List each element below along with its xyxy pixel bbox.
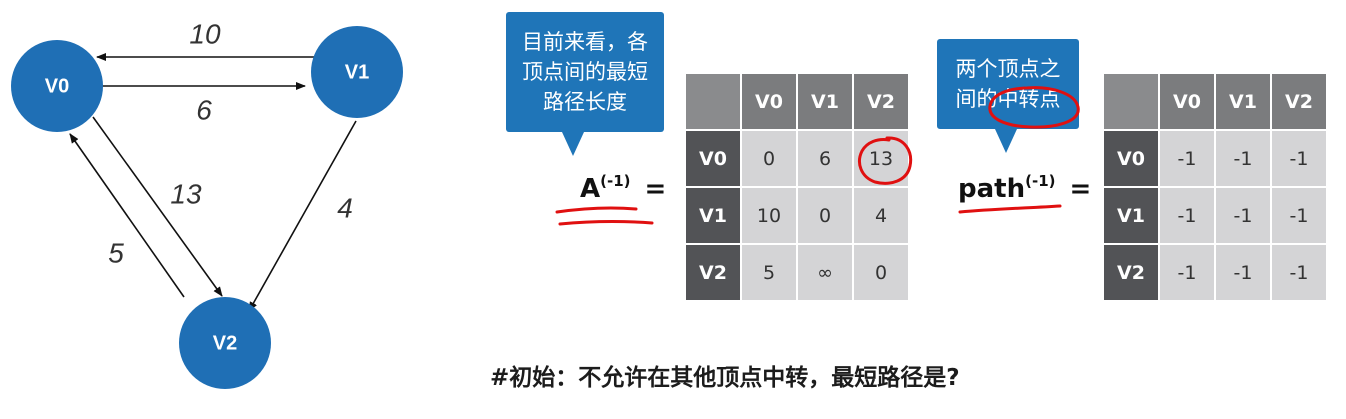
edge-weight-v1-to-v0: 10 <box>189 18 221 49</box>
matrix-path-label: path(-1) = <box>958 172 1091 204</box>
matrix-a-cell: 10 <box>742 188 796 243</box>
matrix-path-col-header: V0 <box>1160 74 1214 129</box>
matrix-path-row: V0 -1 -1 -1 <box>1104 131 1326 186</box>
matrix-a-row-header: V1 <box>686 188 740 243</box>
edge-weight-v1-to-v2: 4 <box>337 192 353 223</box>
edge-v2-to-v0 <box>69 133 185 298</box>
matrix-a-table: V0 V1 V2 V0 0 6 13 V1 10 0 4 V2 5 ∞ 0 <box>684 72 910 302</box>
matrix-a-cell: 0 <box>798 188 852 243</box>
matrix-a-row-header: V0 <box>686 131 740 186</box>
matrix-a-row-header: V2 <box>686 245 740 300</box>
matrix-a-col-header: V0 <box>742 74 796 129</box>
matrix-path-corner <box>1104 74 1158 129</box>
matrix-a-header-row: V0 V1 V2 <box>686 74 908 129</box>
callout-path-line-2: 间的中转点 <box>955 87 1061 111</box>
matrix-path-name: path <box>958 174 1026 204</box>
callout-distance: 目前来看，各 顶点间的最短 路径长度 <box>506 12 664 156</box>
underline-a-stroke-2 <box>558 220 654 226</box>
matrix-path-col-header: V2 <box>1272 74 1326 129</box>
matrix-path-cell: -1 <box>1272 245 1326 300</box>
graph-edges: 10 6 13 4 5 <box>69 18 357 312</box>
matrix-a-row: V1 10 0 4 <box>686 188 908 243</box>
matrix-path-cell: -1 <box>1272 188 1326 243</box>
edge-weight-v2-to-v0: 5 <box>108 237 124 268</box>
underline-path-stroke <box>958 204 1062 214</box>
matrix-path-row: V1 -1 -1 -1 <box>1104 188 1326 243</box>
matrix-path-col-header: V1 <box>1216 74 1270 129</box>
matrix-path-cell: -1 <box>1272 131 1326 186</box>
matrix-a-col-header: V2 <box>854 74 908 129</box>
matrix-a-row: V0 0 6 13 <box>686 131 908 186</box>
caption: #初始：不允许在其他顶点中转，最短路径是? <box>490 365 960 391</box>
matrix-a-cell: 0 <box>854 245 908 300</box>
matrix-path-cell: -1 <box>1160 131 1214 186</box>
matrix-a-cell: 6 <box>798 131 852 186</box>
node-v1: V1 <box>311 26 403 118</box>
matrix-path-header-row: V0 V1 V2 <box>1104 74 1326 129</box>
matrix-path-cell: -1 <box>1160 245 1214 300</box>
matrix-path-cell: -1 <box>1160 188 1214 243</box>
node-label: V0 <box>45 75 69 97</box>
matrix-a-cell: 4 <box>854 188 908 243</box>
matrix-a-cell: ∞ <box>798 245 852 300</box>
matrix-a-corner <box>686 74 740 129</box>
node-v0: V0 <box>11 40 103 132</box>
callout-distance-line-2: 顶点间的最短 <box>522 60 648 84</box>
node-circle <box>311 26 403 118</box>
node-label: V2 <box>213 332 237 354</box>
edge-weight-v0-to-v2: 13 <box>170 178 202 209</box>
matrix-path-row-header: V2 <box>1104 245 1158 300</box>
matrix-path-equals: = <box>1069 174 1092 204</box>
callout-path-line-1: 两个顶点之 <box>955 57 1061 81</box>
matrix-path-superscript: (-1) <box>1025 172 1056 190</box>
callout-path: 两个顶点之 间的中转点 <box>937 39 1079 153</box>
matrix-path-row-header: V1 <box>1104 188 1158 243</box>
matrix-a-row: V2 5 ∞ 0 <box>686 245 908 300</box>
callout-distance-line-1: 目前来看，各 <box>522 30 648 54</box>
node-v2: V2 <box>179 297 271 389</box>
matrix-a-cell: 5 <box>742 245 796 300</box>
node-circle <box>179 297 271 389</box>
node-label: V1 <box>345 61 369 83</box>
matrix-path-cell: -1 <box>1216 188 1270 243</box>
matrix-path-table: V0 V1 V2 V0 -1 -1 -1 V1 -1 -1 -1 V2 -1 -… <box>1102 72 1328 302</box>
matrix-path-cell: -1 <box>1216 131 1270 186</box>
edge-weight-v0-to-v1: 6 <box>196 94 212 125</box>
matrix-a-cell: 0 <box>742 131 796 186</box>
matrix-path-cell: -1 <box>1216 245 1270 300</box>
edge-v1-to-v2 <box>248 120 357 312</box>
callout-distance-line-3: 路径长度 <box>543 90 627 114</box>
matrix-path-row: V2 -1 -1 -1 <box>1104 245 1326 300</box>
matrix-a-equals: = <box>644 174 667 204</box>
matrix-a-label: A(-1) = <box>580 172 666 204</box>
matrix-a-name: A <box>580 174 601 204</box>
matrix-a-col-header: V1 <box>798 74 852 129</box>
matrix-path-row-header: V0 <box>1104 131 1158 186</box>
node-circle <box>11 40 103 132</box>
matrix-a-superscript: (-1) <box>600 172 631 190</box>
underline-a-stroke-1 <box>555 206 638 214</box>
matrix-a-cell-circled: 13 <box>854 131 908 186</box>
edge-v0-to-v2 <box>92 116 223 297</box>
